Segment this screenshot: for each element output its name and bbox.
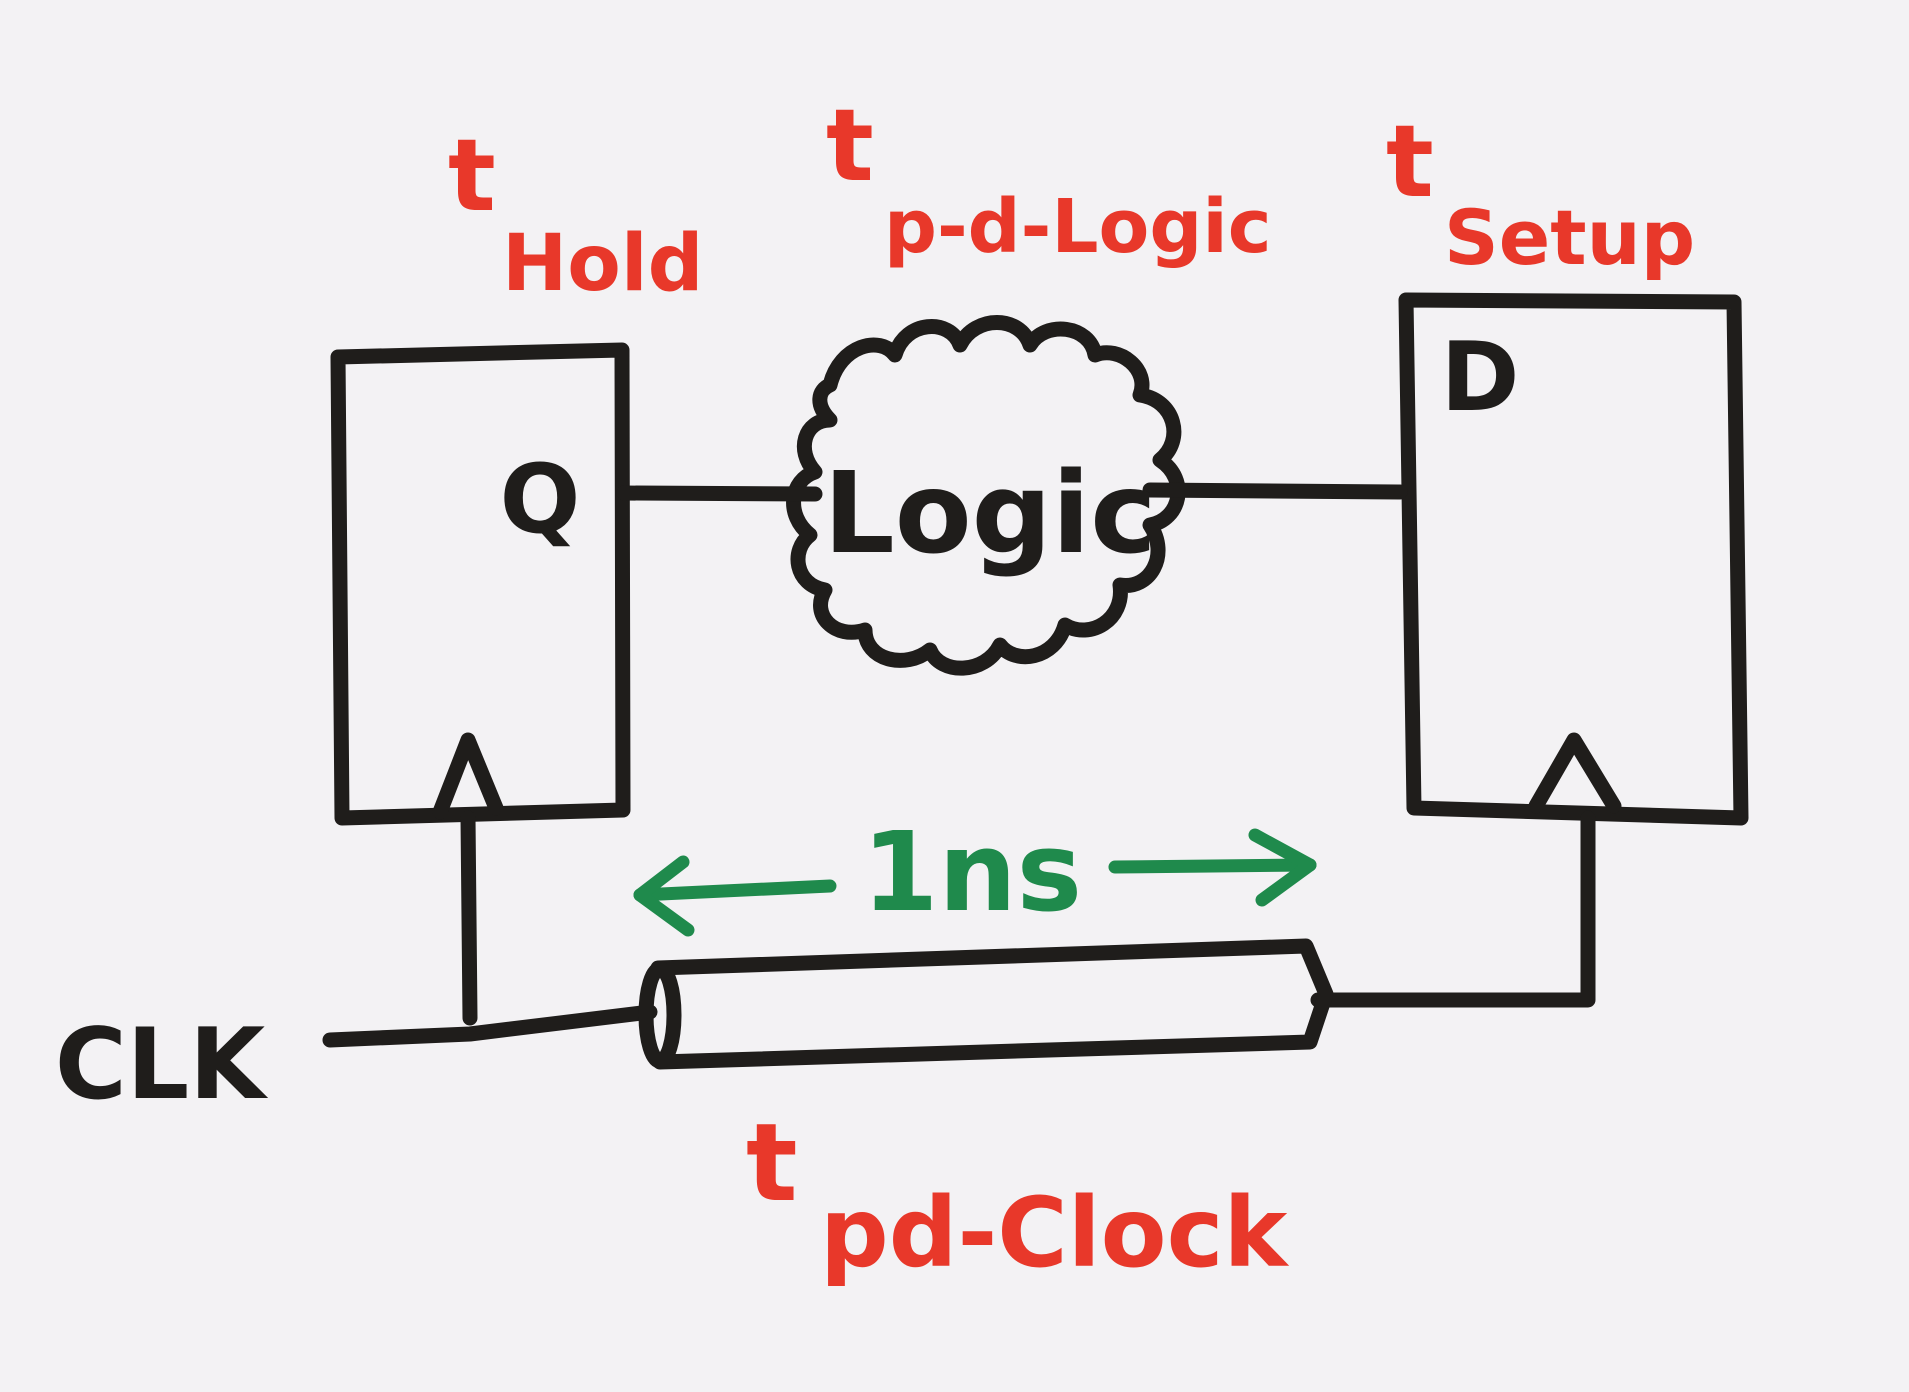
d-pin-label: D xyxy=(1441,323,1520,433)
delay-line-body xyxy=(650,938,1334,1070)
delay-arrow: 1ns xyxy=(633,808,1317,937)
logic-cloud xyxy=(786,315,1186,676)
capture-clock-wire xyxy=(1310,810,1596,1008)
capture-clock-triangle xyxy=(1528,732,1622,814)
logic-subscript: p-d-Logic xyxy=(884,184,1272,270)
delay-arrow-right-shaft xyxy=(1108,858,1317,874)
logic-cloud-label: Logic xyxy=(823,449,1156,579)
setup-time-label: t Setup xyxy=(1386,103,1695,282)
setup-subscript: Setup xyxy=(1444,193,1695,282)
launch-flipflop xyxy=(330,342,631,826)
delay-line-end-cap xyxy=(638,961,682,1069)
clock-delay-line xyxy=(638,938,1334,1070)
capture-flipflop-box xyxy=(1398,292,1749,826)
logic-delay-label: t p-d-Logic xyxy=(826,87,1272,270)
q-to-logic-wire xyxy=(616,485,823,502)
q-pin-label: Q xyxy=(500,445,581,555)
hold-time-label: t Hold xyxy=(448,117,703,309)
clk-input-label: CLK xyxy=(55,1008,268,1122)
logic-to-d-wire xyxy=(1142,482,1408,500)
clock-delay-label: t pd-Clock xyxy=(746,1101,1290,1289)
clock-subscript: pd-Clock xyxy=(820,1177,1290,1289)
hold-subscript: Hold xyxy=(502,219,703,309)
hold-t: t xyxy=(448,117,496,234)
launch-flipflop-box xyxy=(330,342,631,826)
delay-label: 1ns xyxy=(862,808,1082,936)
clock-t: t xyxy=(746,1101,798,1226)
clk-input-wire xyxy=(322,1004,658,1048)
delay-arrow-left-shaft xyxy=(633,879,837,902)
delay-arrow-left-head xyxy=(633,855,695,937)
delay-arrow-right-head xyxy=(1248,828,1317,907)
launch-clock-stub xyxy=(460,810,478,1026)
logic-t: t xyxy=(826,87,874,204)
launch-clock-triangle xyxy=(432,732,504,820)
capture-flipflop xyxy=(1398,292,1749,826)
setup-t: t xyxy=(1386,103,1434,220)
